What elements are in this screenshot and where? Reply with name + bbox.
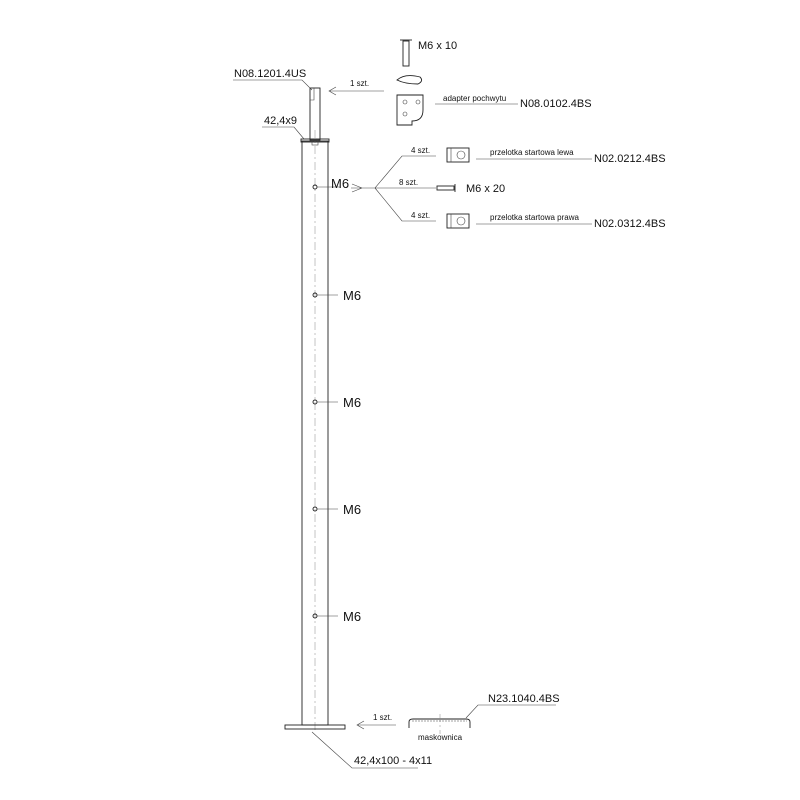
fixing-left-qty: 4 szt. [411, 146, 430, 155]
hole-label-4: M6 [343, 502, 361, 517]
fixing-right-name: przelotka startowa prawa [490, 213, 579, 222]
grommet-left-icon [446, 147, 470, 163]
fixing-right-qty: 4 szt. [411, 211, 430, 220]
post [284, 87, 346, 732]
adapter-qty: 1 szt. [350, 79, 369, 88]
hole-label-1: M6 [331, 176, 349, 191]
cover-name: maskownica [418, 733, 463, 742]
grommet-right-icon [446, 213, 470, 229]
fixing-right-code: N02.0312.4BS [594, 218, 666, 230]
fixing-left-code: N02.0212.4BS [594, 153, 666, 165]
bolt-icon [436, 184, 456, 192]
adapter-screw-icon [400, 39, 412, 67]
fixing-screw-qty: 8 szt. [399, 178, 418, 187]
cover-code: N23.1040.4BS [488, 693, 560, 705]
adapter-bracket-icon [396, 94, 424, 126]
adapter-washer-icon [396, 75, 423, 85]
hole-label-2: M6 [343, 288, 361, 303]
pin-code-label: N08.1201.4US [234, 68, 306, 80]
cover-cap-icon [408, 714, 471, 734]
adapter-name: adapter pochwytu [443, 94, 506, 103]
adapter-code: N08.0102.4BS [520, 98, 592, 110]
base-plate-label: 42,4x100 - 4x11 [354, 755, 432, 767]
fixing-left-name: przelotka startowa lewa [490, 148, 574, 157]
hole-label-5: M6 [343, 609, 361, 624]
pin-size-label: 42,4x9 [264, 115, 297, 127]
cover-qty: 1 szt. [373, 713, 392, 722]
holes [312, 184, 340, 619]
fixing-screw-name: M6 x 20 [466, 183, 505, 195]
adapter-screw-label: M6 x 10 [418, 40, 457, 52]
hole-label-3: M6 [343, 395, 361, 410]
